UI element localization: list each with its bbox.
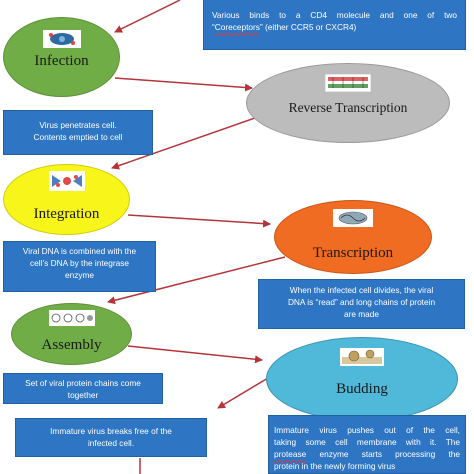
stage-transcription: Transcription	[274, 200, 432, 274]
note-transcription-line3: are made	[343, 309, 380, 319]
stage-transcription-label: Transcription	[312, 245, 394, 261]
infection-virus-icon	[42, 30, 81, 48]
stage-assembly: Assembly	[11, 303, 132, 365]
note-budding-line1: Immature virus pushes out of the cell,	[274, 425, 460, 435]
transcription-icon	[333, 209, 373, 227]
stage-infection-label: Infection	[34, 53, 89, 69]
protease-word: protease	[274, 449, 307, 459]
arrow-integration-to-transcription	[127, 214, 271, 228]
note-transcription-line1: When the infected cell divides, the vira…	[289, 285, 434, 295]
note-penetration: Virus penetrates cell. Contents emptied …	[3, 110, 153, 155]
note-integration-line1: Viral DNA is combined with the	[22, 246, 137, 256]
note-assembly-line2: together	[67, 390, 99, 400]
note-release-line2: infected cell.	[87, 438, 135, 448]
note-binding-line1: Various binds to a CD4 molecule and one …	[212, 10, 457, 20]
note-release: Immature virus breaks free of the infect…	[15, 418, 207, 457]
stage-infection: Infection	[3, 17, 120, 97]
coreceptors-word: Coreceptors	[214, 22, 260, 32]
note-assembly: Set of viral protein chains come togethe…	[3, 373, 163, 404]
arrow-assembly-to-budding	[127, 345, 263, 364]
note-binding-line2: “Coreceptors” (either CCR5 or CXCR4)	[212, 21, 457, 33]
note-integration-line2: cell’s DNA by the integrase	[30, 258, 129, 268]
stage-integration-label: Integration	[33, 206, 100, 222]
note-budding-line2: taking some cell membrane with it. The	[274, 437, 460, 447]
stage-reverse-transcription-label: Reverse Transcription	[288, 100, 408, 115]
arrow-infection-to-reverse	[114, 77, 253, 92]
note-release-line1: Immature virus breaks free of the	[50, 426, 172, 436]
arrow-transcription-to-assembly	[107, 256, 286, 305]
stage-budding-label: Budding	[336, 381, 388, 397]
stage-assembly-label: Assembly	[41, 337, 102, 353]
note-transcription: When the infected cell divides, the vira…	[258, 279, 465, 329]
budding-icon	[340, 348, 384, 366]
open-quote: “	[212, 22, 215, 32]
note-budding-line3: protease enzyme starts processing the	[274, 448, 460, 460]
note-budding: Immature virus pushes out of the cell, t…	[268, 415, 466, 474]
note-penetration-line2: Contents emptied to cell	[33, 132, 123, 142]
note-budding-line4: protein in the newly forming virus	[274, 461, 396, 471]
arrow-binding-to-infection	[114, 0, 181, 33]
integration-icon	[48, 171, 85, 191]
assembly-icon	[48, 310, 95, 326]
stage-integration: Integration	[3, 164, 130, 235]
stage-budding: Budding	[266, 337, 458, 421]
note-assembly-line1: Set of viral protein chains come	[25, 378, 141, 388]
note-integration: Viral DNA is combined with the cell’s DN…	[3, 241, 156, 292]
note-budding-line3-rest: enzyme starts processing the	[306, 449, 460, 459]
note-integration-line3: enzyme	[64, 270, 95, 280]
note-binding-line2-rest: ” (either CCR5 or CXCR4)	[259, 22, 357, 32]
reverse-transcription-icon	[325, 74, 371, 92]
note-binding: Various binds to a CD4 molecule and one …	[203, 0, 466, 50]
arrow-reverse-to-integration	[111, 117, 256, 170]
stage-reverse-transcription: Reverse Transcription	[246, 63, 450, 143]
arrow-budding-to-release	[217, 377, 269, 409]
note-penetration-line1: Virus penetrates cell.	[39, 120, 117, 130]
note-transcription-line2: DNA is “read” and long chains of protein	[287, 297, 436, 307]
